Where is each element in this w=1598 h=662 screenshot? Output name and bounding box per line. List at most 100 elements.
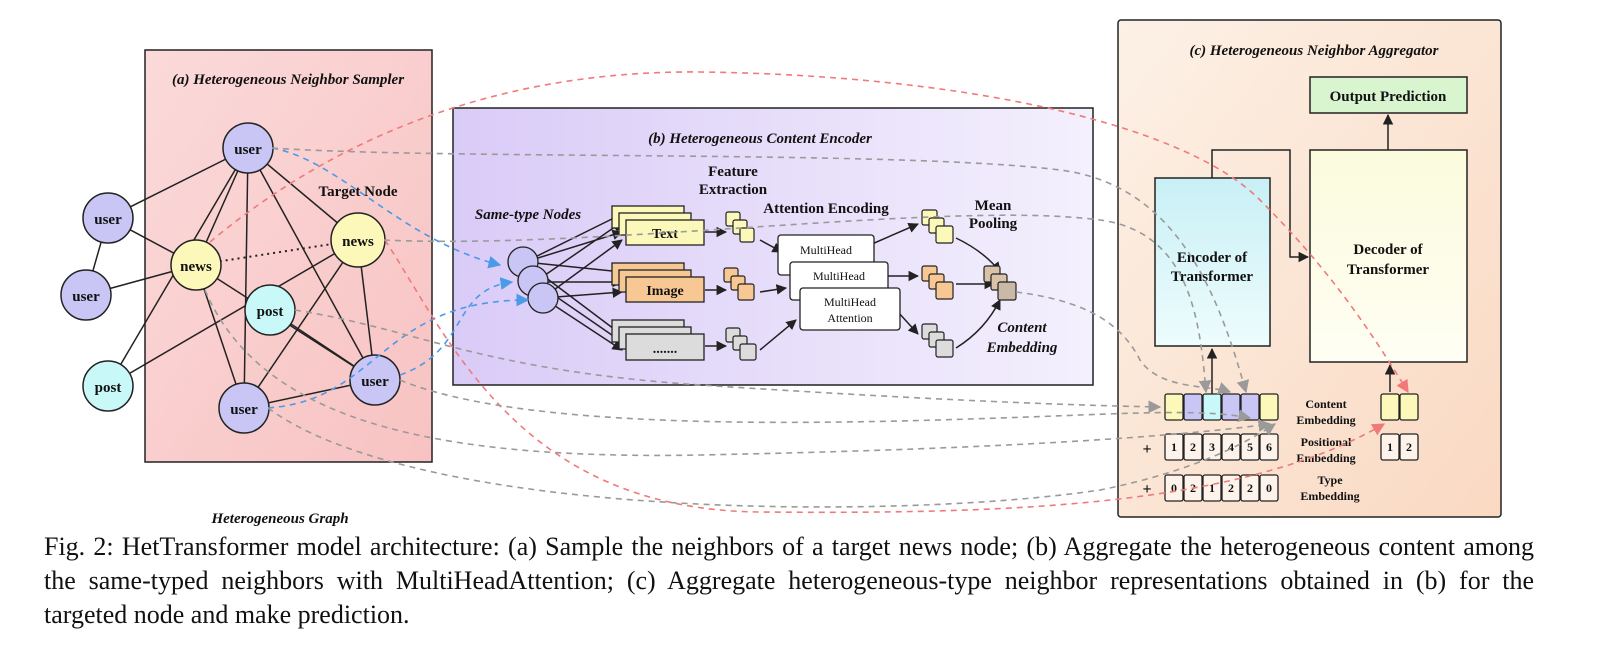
svg-text:MultiHead: MultiHead — [800, 243, 852, 257]
graph-label: Heterogeneous Graph — [210, 511, 348, 527]
encoder-transformer-box: Encoder of Transformer — [1154, 177, 1271, 347]
text-feature-box: Text — [611, 205, 705, 246]
attention-encoding-label: Attention Encoding — [763, 201, 889, 217]
svg-text:MultiHead: MultiHead — [824, 295, 876, 309]
figure-caption: Fig. 2: HetTransformer model architectur… — [44, 532, 1534, 629]
svg-text:.......: ....... — [653, 342, 678, 357]
positional-embedding-label: Embedding — [1296, 451, 1355, 465]
positional-cell — [1202, 433, 1222, 461]
user-node: user — [82, 192, 134, 244]
svg-text:Image: Image — [646, 284, 683, 299]
encoder-panel: (b) Heterogeneous Content Encoder Same-t… — [452, 107, 1094, 386]
mean-pooling-label: Mean — [975, 198, 1012, 214]
plus-sign: + — [1142, 441, 1151, 458]
content-embedding-label: Embedding — [1296, 413, 1355, 427]
connector-curves — [204, 71, 1409, 514]
type-cell — [1259, 474, 1279, 502]
pooled-text-squares — [921, 209, 954, 244]
aggregator-panel: (c) Heterogeneous Neighbor Aggregator Ou… — [1117, 19, 1502, 518]
positional-cell — [1221, 433, 1241, 461]
positional-cell-value: 2 — [1190, 440, 1196, 454]
other-feature-squares — [725, 327, 757, 361]
news-node: news — [170, 239, 222, 291]
encoder-title: (b) Heterogeneous Content Encoder — [648, 131, 872, 147]
positional-cell — [1183, 433, 1203, 461]
post-node: post — [244, 284, 296, 336]
svg-text:user: user — [234, 142, 262, 158]
svg-text:Transformer: Transformer — [1171, 269, 1254, 285]
user-node: user — [222, 122, 274, 174]
output-prediction-box: Output Prediction — [1309, 76, 1468, 114]
type-cell-value: 2 — [1247, 481, 1253, 495]
positional-cell-value: 1 — [1171, 440, 1177, 454]
type-cell — [1164, 474, 1184, 502]
user-node: user — [349, 354, 401, 406]
image-feature-box: Image — [611, 262, 705, 303]
pooled-other-squares — [921, 323, 954, 358]
positional-cell-value: 3 — [1209, 440, 1215, 454]
svg-text:user: user — [230, 402, 258, 418]
aggregator-arrows — [1206, 113, 1396, 394]
target-node-label: Target Node — [318, 184, 397, 200]
positional-embedding-label: Positional — [1301, 435, 1352, 449]
svg-text:news: news — [342, 234, 374, 250]
other-feature-box: ....... — [611, 319, 705, 361]
target-news-node: news — [330, 212, 386, 268]
type-cell — [1202, 474, 1222, 502]
svg-text:Encoder of: Encoder of — [1177, 250, 1248, 266]
content-embedding-row — [1164, 393, 1279, 421]
same-type-nodes-label: Same-type Nodes — [475, 207, 581, 223]
type-cell-value: 0 — [1171, 481, 1177, 495]
type-embedding-label: Type — [1317, 473, 1343, 487]
decoder-transformer-box: Decoder of Transformer — [1309, 149, 1468, 363]
svg-text:post: post — [95, 380, 122, 396]
svg-text:user: user — [361, 374, 389, 390]
plus-sign: + — [1142, 481, 1151, 498]
svg-text:Attention: Attention — [827, 311, 872, 325]
pooled-image-squares — [921, 265, 954, 300]
svg-text:user: user — [94, 212, 122, 228]
svg-text:Transformer: Transformer — [1347, 262, 1430, 278]
aggregator-title: (c) Heterogeneous Neighbor Aggregator — [1189, 43, 1438, 59]
svg-text:user: user — [72, 289, 100, 305]
feature-extraction-label: Feature — [708, 164, 758, 180]
positional-cell-value: 6 — [1266, 440, 1272, 454]
svg-text:news: news — [180, 259, 212, 275]
image-feature-squares — [723, 267, 755, 301]
content-embedding-squares — [983, 265, 1017, 301]
encoder-arrows — [524, 213, 1001, 352]
content-embedding-label: Embedding — [986, 340, 1058, 356]
type-cell-value: 1 — [1209, 481, 1215, 495]
type-cell-value: 0 — [1266, 481, 1272, 495]
sampler-title: (a) Heterogeneous Neighbor Sampler — [172, 72, 404, 88]
svg-text:Text: Text — [652, 227, 678, 242]
feature-extraction-label: Extraction — [699, 182, 768, 198]
post-node: post — [82, 360, 134, 412]
user-node: user — [218, 382, 270, 434]
positional-cell-value: 5 — [1247, 440, 1253, 454]
mean-pooling-label: Pooling — [969, 216, 1018, 232]
decoder-positional-cell-value: 1 — [1387, 440, 1393, 454]
decoder-input-row — [1380, 393, 1419, 421]
graph-nodes: user user user news news post post user — [60, 122, 401, 434]
same-type-nodes — [507, 246, 559, 314]
svg-text:MultiHead: MultiHead — [813, 269, 865, 283]
svg-text:Output Prediction: Output Prediction — [1330, 89, 1447, 105]
svg-text:Decoder of: Decoder of — [1353, 242, 1423, 258]
user-node: user — [60, 269, 112, 321]
content-embedding-label: Content — [997, 320, 1047, 336]
type-embedding-label: Embedding — [1300, 489, 1359, 503]
multihead-attention-box: MultiHead Attention — [799, 287, 901, 331]
decoder-positional-cell — [1399, 433, 1419, 461]
type-cell-value: 2 — [1228, 481, 1234, 495]
decoder-positional-cell-value: 2 — [1406, 440, 1412, 454]
svg-text:post: post — [257, 304, 284, 320]
architecture-diagram: (a) Heterogeneous Neighbor Sampler Targe… — [60, 19, 1502, 527]
type-cell — [1240, 474, 1260, 502]
content-embedding-label: Content — [1305, 397, 1346, 411]
decoder-positional-cell — [1380, 433, 1400, 461]
positional-cell-value: 4 — [1228, 440, 1234, 454]
